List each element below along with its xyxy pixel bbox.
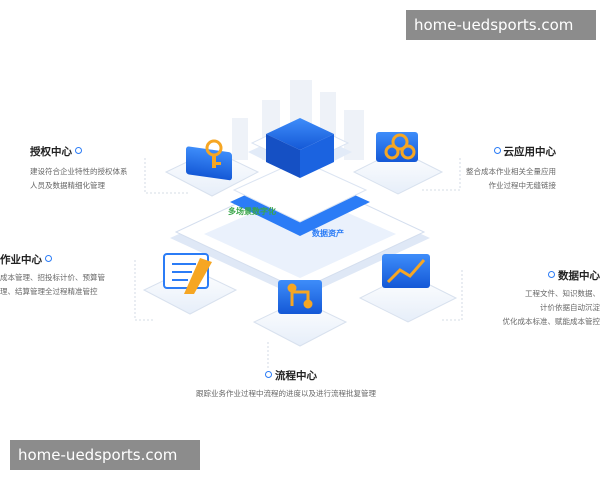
key-icon <box>205 139 223 168</box>
work-center-tile[interactable] <box>142 253 238 315</box>
cloud-icon <box>384 133 416 160</box>
work-desc-1: 成本管理、招投标计价、预算管 <box>0 273 105 282</box>
work-center-title: 作业中心 <box>0 254 42 266</box>
cloud-center-label: 云应用中心 整合成本作业相关全量应用 作业过程中无缝链接 <box>466 140 556 193</box>
cloud-center-tile[interactable] <box>352 132 444 195</box>
auth-desc-2: 人员及数据精细化管理 <box>30 181 105 190</box>
center-right-text: 数据资产 <box>312 228 344 238</box>
auth-dot-icon <box>75 147 82 154</box>
auth-center-label: 授权中心 建设符合企业特性的授权体系 人员及数据精细化管理 <box>30 140 128 193</box>
cloud-desc-1: 整合成本作业相关全量应用 <box>466 167 556 176</box>
auth-center-title: 授权中心 <box>30 146 72 158</box>
center-platform: 多场景数字化 数据资产 <box>170 118 430 298</box>
cloud-dot-icon <box>493 147 501 154</box>
work-dot-icon <box>45 255 52 262</box>
flow-icon <box>287 283 313 309</box>
cloud-desc-2: 作业过程中无缝链接 <box>488 181 557 190</box>
data-center-title: 数据中心 <box>558 270 600 282</box>
center-left-text: 多场景数字化 <box>228 206 276 216</box>
connector-lines <box>134 158 463 370</box>
flow-center-title: 流程中心 <box>275 370 317 382</box>
data-dot-icon <box>548 271 555 278</box>
data-desc-2: 计价依据自动沉淀 <box>540 303 600 312</box>
data-desc-3: 优化成本标准、赋能成本管控 <box>502 317 600 326</box>
data-center-label: 数据中心 工程文件、知识数据、 计价依据自动沉淀 优化成本标准、赋能成本管控 <box>488 264 600 329</box>
pen-icon <box>184 258 212 294</box>
work-desc-2: 理、结算管理全过程精准管控 <box>0 287 98 296</box>
cloud-center-title: 云应用中心 <box>503 146 557 158</box>
auth-desc-1: 建设符合企业特性的授权体系 <box>30 167 128 176</box>
data-desc-1: 工程文件、知识数据、 <box>525 289 600 298</box>
flow-center-tile[interactable] <box>252 280 348 347</box>
watermark-bottom: home-uedsports.com <box>10 440 200 470</box>
flow-center-label: 流程中心 跟踪业务作业过程中流程的进度以及进行流程批复管理 <box>196 364 376 401</box>
watermark-top: home-uedsports.com <box>406 10 596 40</box>
trend-icon <box>386 259 426 284</box>
flow-dot-icon <box>265 371 272 378</box>
work-center-label: 作业中心 成本管理、招投标计价、预算管 理、结算管理全过程精准管控 <box>0 248 105 299</box>
data-center-tile[interactable] <box>358 254 458 323</box>
checklist-icon <box>172 263 196 281</box>
flow-desc-1: 跟踪业务作业过程中流程的进度以及进行流程批复管理 <box>196 389 376 398</box>
auth-center-tile[interactable] <box>164 139 260 197</box>
